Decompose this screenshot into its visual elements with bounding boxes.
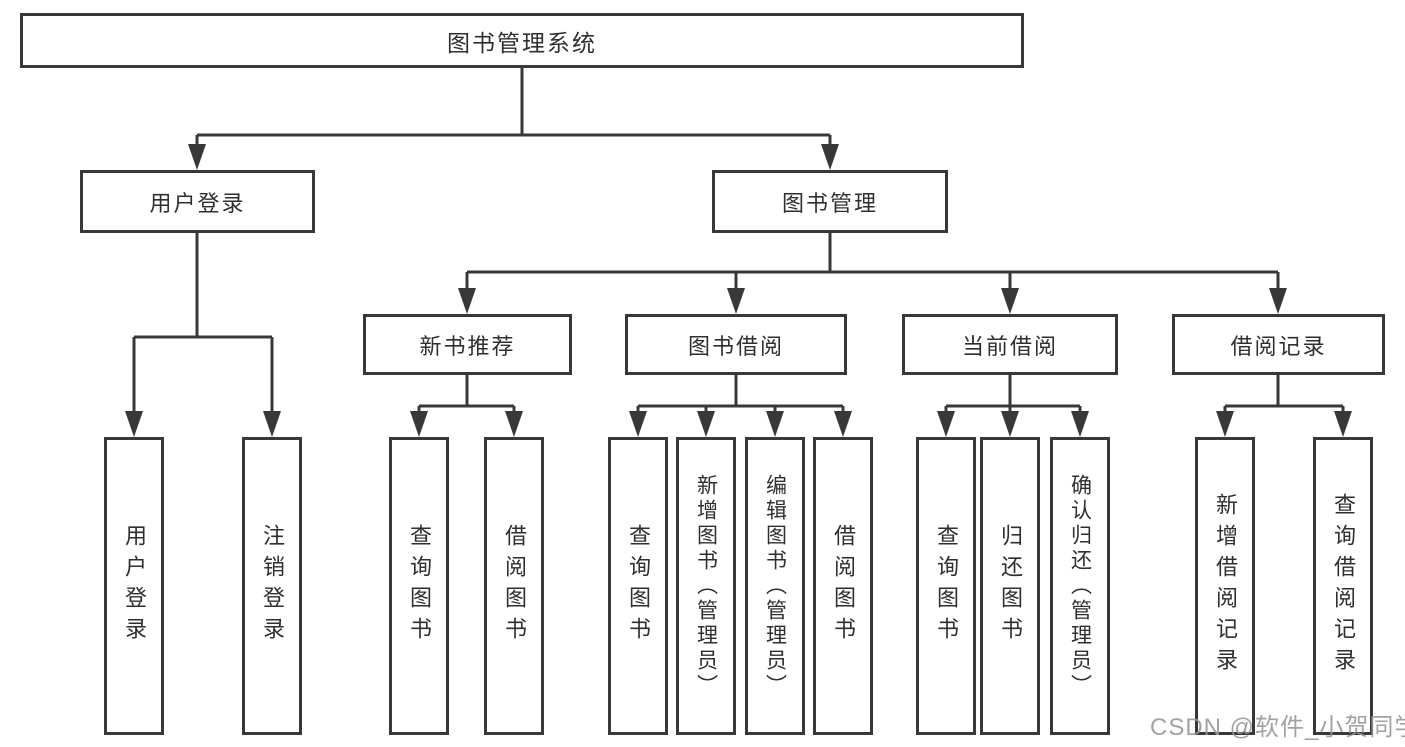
leaf-current-query-label: 查询图书 <box>934 524 959 648</box>
leaf-records-query: 查询借阅记录 <box>1313 437 1373 735</box>
leaf-current-confirm-return: 确认归还（管理员） <box>1050 437 1110 735</box>
node-user-login: 用户登录 <box>80 170 315 233</box>
node-root-label: 图书管理系统 <box>447 29 597 56</box>
leaf-newbook-query-label: 查询图书 <box>407 524 432 648</box>
leaf-bookborrow-add-label: 新增图书（管理员） <box>694 473 718 699</box>
leaf-bookborrow-query: 查询图书 <box>608 437 668 735</box>
node-book-borrow-label: 图书借阅 <box>687 333 784 359</box>
node-new-book-recommend: 新书推荐 <box>363 314 572 375</box>
leaf-records-query-label: 查询借阅记录 <box>1331 493 1356 679</box>
node-book-management-label: 图书管理 <box>781 190 878 216</box>
node-current-borrow-label: 当前借阅 <box>961 333 1058 359</box>
leaf-bookborrow-borrow: 借阅图书 <box>813 437 873 735</box>
leaf-bookborrow-add: 新增图书（管理员） <box>676 437 736 735</box>
node-root: 图书管理系统 <box>20 13 1024 68</box>
node-book-borrow: 图书借阅 <box>625 314 847 375</box>
leaf-logout: 注销登录 <box>242 437 302 735</box>
csdn-watermark: CSDN @软件_小贺同学 <box>1150 714 1405 741</box>
node-borrow-records: 借阅记录 <box>1172 314 1385 375</box>
leaf-user-login-label: 用户登录 <box>122 524 147 648</box>
leaf-current-return-label: 归还图书 <box>998 524 1023 648</box>
leaf-records-add-label: 新增借阅记录 <box>1213 493 1238 679</box>
leaf-logout-label: 注销登录 <box>260 524 285 648</box>
leaf-newbook-query: 查询图书 <box>389 437 449 735</box>
leaf-newbook-borrow-label: 借阅图书 <box>502 524 527 648</box>
leaf-bookborrow-borrow-label: 借阅图书 <box>831 524 856 648</box>
node-book-management: 图书管理 <box>712 170 948 233</box>
node-new-book-recommend-label: 新书推荐 <box>419 333 516 359</box>
leaf-user-login: 用户登录 <box>104 437 164 735</box>
leaf-newbook-borrow: 借阅图书 <box>484 437 544 735</box>
leaf-bookborrow-edit: 编辑图书（管理员） <box>745 437 805 735</box>
leaf-records-add: 新增借阅记录 <box>1195 437 1255 735</box>
leaf-current-return: 归还图书 <box>980 437 1040 735</box>
node-user-login-label: 用户登录 <box>149 190 246 216</box>
node-current-borrow: 当前借阅 <box>902 314 1118 375</box>
leaf-current-confirm-return-label: 确认归还（管理员） <box>1068 473 1092 699</box>
leaf-bookborrow-edit-label: 编辑图书（管理员） <box>763 473 787 699</box>
leaf-current-query: 查询图书 <box>916 437 976 735</box>
leaf-bookborrow-query-label: 查询图书 <box>626 524 651 648</box>
node-borrow-records-label: 借阅记录 <box>1230 333 1327 359</box>
